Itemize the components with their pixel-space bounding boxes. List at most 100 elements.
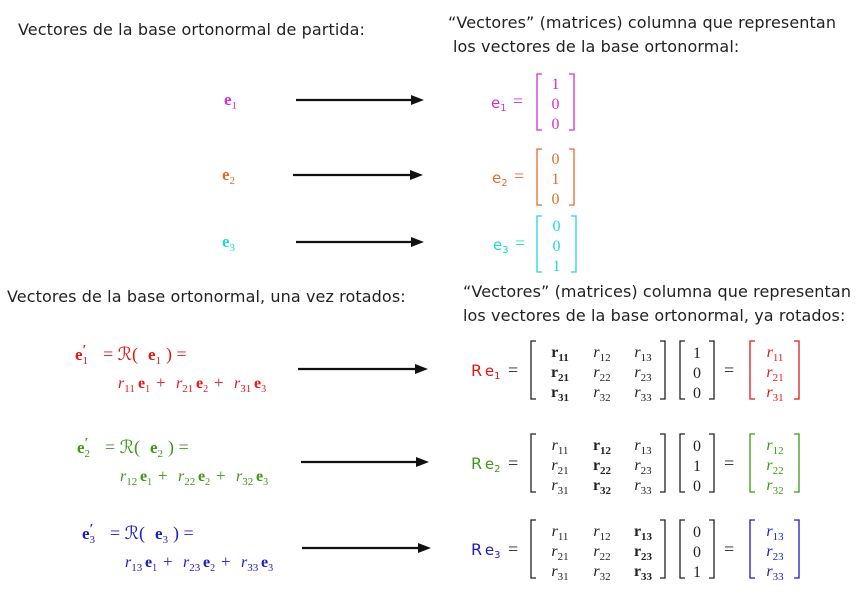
expansion-basis-e3: e3	[261, 554, 273, 574]
equals-sign: =	[724, 539, 734, 559]
basis-vector-e2: e2	[222, 165, 235, 187]
unit-vector-3-right-bracket	[709, 519, 715, 579]
unit-vector-2-right-bracket	[709, 433, 715, 493]
column-e1-left-bracket	[536, 73, 542, 131]
result-column-entry: r31	[766, 384, 783, 404]
expansion-coefficient: r22	[178, 468, 195, 488]
column-e3-left-bracket	[536, 215, 542, 273]
rotation-matrix-entry: r21	[551, 543, 568, 563]
plus-sign: +	[216, 466, 226, 485]
expansion-coefficient: r13	[125, 554, 143, 574]
rotation-matrix-1-left-bracket	[530, 340, 536, 400]
rotation-arg-e1: e1	[148, 345, 161, 367]
column-e3-entry: 0	[553, 238, 561, 255]
expansion-basis-e2: e2	[196, 375, 208, 395]
rotation-arg-e3: e3	[155, 524, 169, 546]
expansion-coefficient: r31	[234, 375, 251, 395]
result-column-2-left-bracket	[749, 433, 755, 493]
column-e3-right-bracket	[571, 215, 577, 273]
column-e3-entry: 0	[553, 218, 561, 235]
expansion-basis-e1: e1	[140, 468, 152, 488]
rotated-vector-e2: e′2	[77, 436, 90, 460]
equals-sign: =	[508, 539, 518, 559]
rotation-matrix-3-right-bracket	[660, 519, 666, 579]
unit-vector-entry: 1	[693, 458, 701, 475]
column-e2-left-bracket	[536, 148, 542, 206]
rotated-vector-e3: e′3	[82, 522, 95, 546]
rotated-column-label-3: R e3	[471, 540, 501, 561]
result-column-1-right-bracket	[794, 340, 800, 400]
rotation-matrix-1-right-bracket	[660, 340, 666, 400]
result-column-entry: r13	[766, 523, 784, 543]
heading-rotated-columns-2: los vectores de la base ortonormal, ya r…	[463, 306, 846, 325]
rotation-matrix-entry: r22	[593, 364, 610, 384]
rotation-matrix-entry: r31	[551, 563, 568, 583]
rotation-matrix-entry: r12	[593, 344, 610, 364]
expansion-coefficient: r33	[241, 554, 259, 574]
rotation-matrix-entry: r33	[634, 563, 653, 583]
plus-sign: +	[163, 552, 173, 571]
column-e2-right-bracket	[569, 148, 575, 206]
result-column-entry: r33	[766, 563, 784, 583]
heading-column-vectors-1: “Vectores” (matrices) columna que repres…	[448, 13, 837, 32]
rotation-matrix-entry: r13	[634, 344, 652, 364]
equals-sign: =	[724, 453, 734, 473]
result-column-2-right-bracket	[794, 433, 800, 493]
result-column-3-right-bracket	[794, 519, 800, 579]
expansion-basis-e3: e3	[256, 468, 268, 488]
rotation-matrix-entry: r12	[593, 523, 610, 543]
basis-vector-e1: e1	[224, 90, 237, 112]
result-column-entry: r11	[767, 344, 784, 364]
rotation-matrix-entry: r21	[551, 457, 568, 477]
equals-sign: =	[508, 453, 518, 473]
equals-sign: =	[513, 91, 523, 111]
rotation-matrix-entry: r32	[593, 477, 612, 497]
column-e2-entry: 0	[552, 151, 560, 168]
rotation-expr-end: ) =	[173, 523, 194, 544]
rotation-arg-e2: e2	[150, 438, 163, 460]
column-e1-right-bracket	[569, 73, 575, 131]
rotation-expr-start: = ℛ(	[110, 523, 145, 544]
expansion-coefficient: r32	[236, 468, 253, 488]
rotation-matrix-entry: r31	[551, 384, 569, 404]
unit-vector-entry: 0	[693, 385, 701, 402]
expansion-basis-e2: e2	[198, 468, 210, 488]
rotation-matrix-entry: r23	[634, 364, 652, 384]
unit-vector-entry: 0	[693, 478, 701, 495]
result-column-entry: r23	[766, 543, 784, 563]
rotation-matrix-entry: r13	[634, 437, 652, 457]
column-label-e3: e3	[493, 236, 509, 256]
rotation-matrix-entry: r11	[552, 437, 569, 457]
rotation-matrix-entry: r12	[593, 437, 612, 457]
expansion-basis-e1: e1	[145, 554, 157, 574]
expansion-basis-e2: e2	[203, 554, 215, 574]
heading-rotated-basis: Vectores de la base ortonormal, una vez …	[7, 287, 406, 306]
unit-vector-entry: 0	[693, 544, 701, 561]
column-label-e2: e2	[492, 169, 508, 189]
result-column-3-left-bracket	[749, 519, 755, 579]
rotation-matrix-entry: r33	[634, 384, 652, 404]
result-column-entry: r12	[766, 437, 783, 457]
expansion-coefficient: r23	[183, 554, 201, 574]
rotation-matrix-3-left-bracket	[530, 519, 536, 579]
column-e1-entry: 0	[552, 96, 560, 113]
plus-sign: +	[221, 552, 231, 571]
result-column-entry: r21	[766, 364, 783, 384]
rotated-column-label-2: R e2	[471, 454, 501, 475]
basis-vector-e3: e3	[222, 232, 236, 254]
expansion-basis-e3: e3	[254, 375, 266, 395]
rotation-matrix-entry: r11	[552, 523, 569, 543]
result-column-entry: r22	[766, 457, 783, 477]
unit-vector-entry: 0	[693, 365, 701, 382]
rotation-matrix-entry: r32	[593, 384, 610, 404]
rotation-matrix-2-right-bracket	[660, 433, 666, 493]
rotated-vector-e1: e′1	[75, 343, 88, 367]
column-e1-entry: 1	[552, 76, 560, 93]
column-e2-entry: 1	[552, 171, 560, 188]
plus-sign: +	[214, 373, 224, 392]
rotation-matrix-entry: r23	[634, 543, 653, 563]
column-e2-entry: 0	[552, 191, 560, 208]
arrow-e1-head	[411, 95, 424, 105]
unit-vector-3-left-bracket	[679, 519, 685, 579]
rotation-matrix-entry: r22	[593, 543, 610, 563]
